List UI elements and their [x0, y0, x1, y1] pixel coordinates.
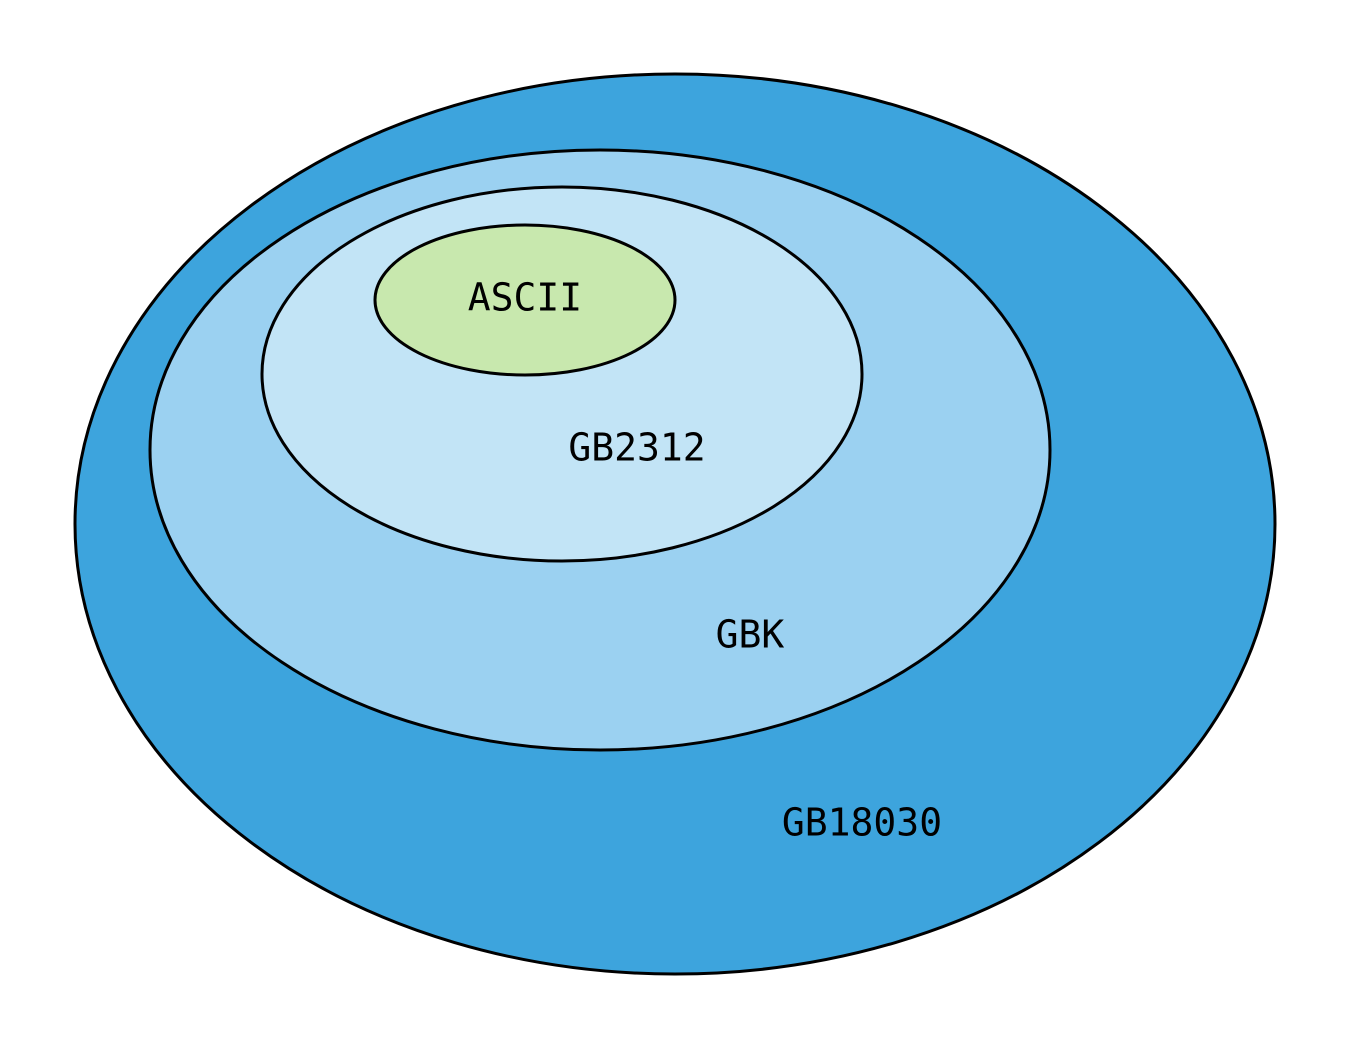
gb2312-label: GB2312 — [568, 426, 705, 470]
gb18030-label: GB18030 — [782, 801, 942, 845]
gbk-label: GBK — [716, 613, 785, 657]
ascii-label: ASCII — [468, 276, 582, 320]
ascii-ellipse — [373, 223, 677, 377]
